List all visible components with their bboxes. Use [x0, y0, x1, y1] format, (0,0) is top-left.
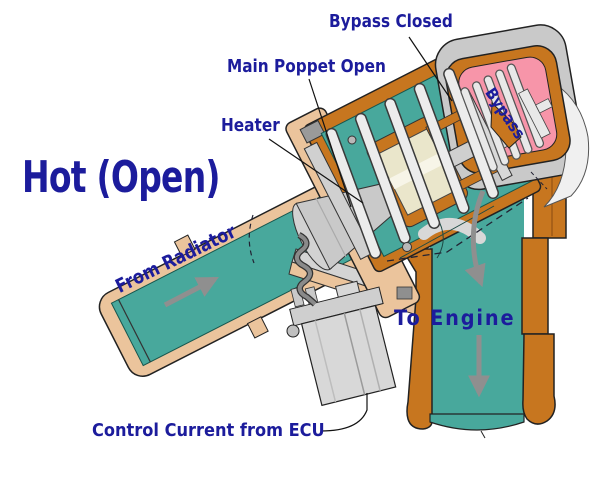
pipe-joint-dashes: [248, 214, 255, 264]
pipe-tab-top: [173, 234, 196, 257]
heater-wire: [295, 233, 317, 306]
ecu-connector: [289, 280, 397, 407]
label-heater: Heater: [221, 115, 280, 136]
label-control-current-ecu: Control Current from ECU: [92, 420, 325, 441]
label-to-engine: To Engine: [394, 306, 516, 330]
leader-ecu: [320, 393, 368, 432]
connector-body: [300, 304, 397, 407]
spring-plate-left: [303, 141, 374, 260]
outlet-pipe-wall-left: [400, 248, 433, 430]
leader-heater: [268, 138, 364, 204]
main-spring: [325, 67, 499, 259]
outlet-pipe-mouth: [429, 413, 525, 431]
leader-main-poppet: [308, 78, 352, 208]
junction-dashes: [386, 197, 529, 262]
spring-end-top: [347, 135, 357, 145]
bypass-poppet-stem: [535, 98, 553, 114]
pipe-hub-line: [118, 299, 151, 363]
flange-bolt: [286, 324, 300, 338]
pipe-tab-bottom: [246, 316, 269, 339]
sensor-block: [396, 286, 413, 300]
connector-line-1: [314, 320, 337, 403]
body-plug: [299, 119, 326, 144]
seat-edge-line: [399, 205, 495, 259]
cap-joint-dashes: [530, 171, 548, 190]
from-radiator-arrow: [163, 276, 219, 308]
valve-flow-arrow: [464, 190, 486, 288]
diagram-title: Hot (Open): [22, 152, 221, 203]
cone-ridge-1: [315, 197, 347, 257]
leader-bypass-closed: [408, 36, 453, 102]
label-bypass-closed: Bypass Closed: [329, 11, 453, 32]
outlet-pipe-wall-right: [521, 237, 549, 335]
bypass-seat: [490, 101, 522, 149]
mouth-tick: [480, 430, 486, 439]
outlet-pipe-wall-right-lower: [522, 333, 556, 425]
valve-internals: [292, 63, 553, 271]
spring-end-bottom: [402, 242, 412, 252]
connector-line-3: [359, 309, 381, 392]
label-main-poppet-open: Main Poppet Open: [227, 56, 386, 77]
connector-line-2: [343, 313, 366, 395]
